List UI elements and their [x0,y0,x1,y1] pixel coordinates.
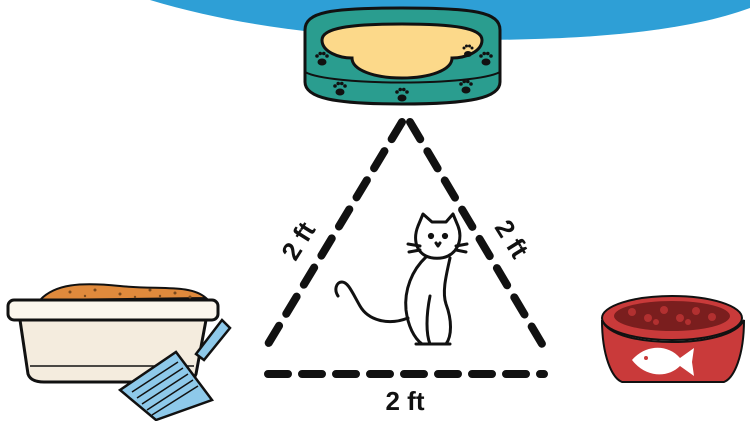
cat-bed-icon [303,6,502,106]
right-side-label: 2 ft [489,214,535,263]
bottom-side-label: 2 ft [386,386,425,416]
fish-icon [632,347,694,376]
left-side-label: 2 ft [275,216,321,265]
cat-icon [334,212,469,346]
litter-scoop-icon [117,318,232,421]
paw-print-icon [315,44,493,102]
triangle-left-side [258,118,406,358]
dashed-triangle [258,118,552,378]
cat-food-bowl-icon [601,295,745,383]
triangle-right-side [406,118,552,358]
